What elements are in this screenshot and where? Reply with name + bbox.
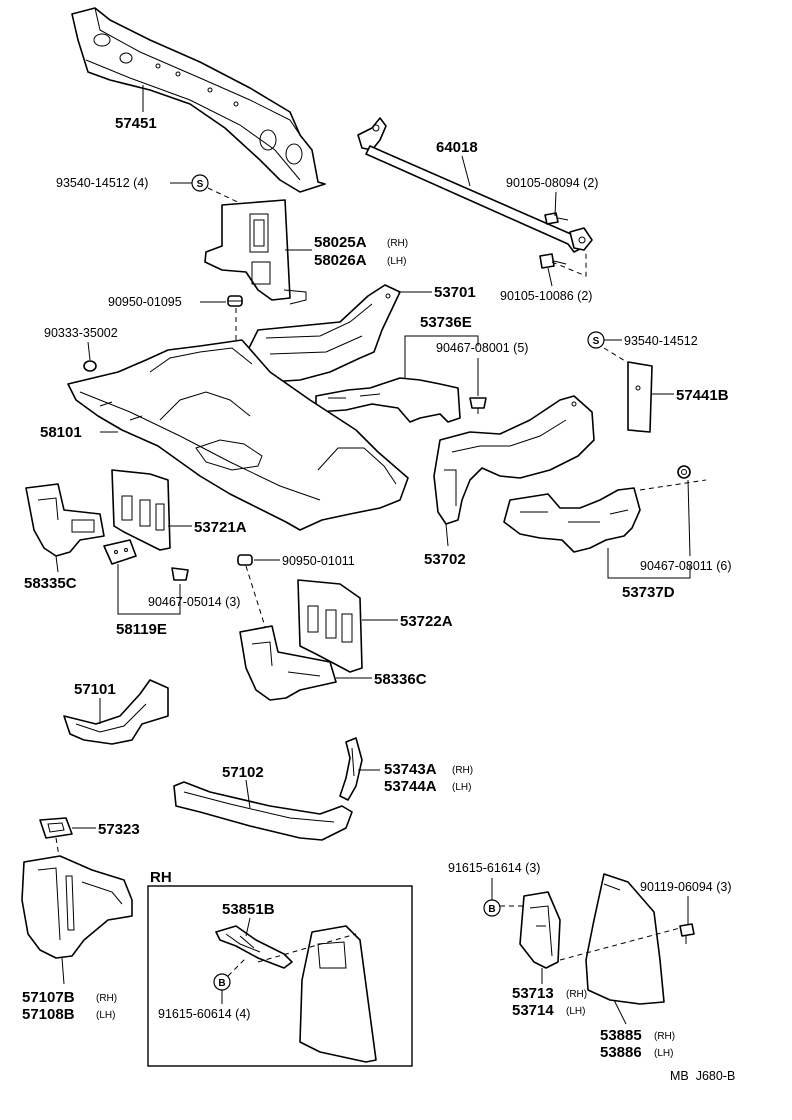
label-53744A: 53744A (384, 778, 437, 795)
label-90119-06094: 90119-06094 (3) (640, 880, 732, 894)
part-57102-shape (173, 781, 353, 841)
label-57323: 57323 (98, 821, 140, 838)
label-57108B-side: (LH) (96, 1010, 115, 1021)
s-marker-right-icon: S (587, 331, 605, 349)
clip-90467-08011-icon (677, 465, 691, 479)
plug-90950-01011-icon (237, 554, 253, 566)
bolt-90105-10086-icon (539, 253, 567, 269)
label-57102: 57102 (222, 764, 264, 781)
label-53722A: 53722A (400, 613, 453, 630)
diagram-reference: MB J680-B (670, 1069, 735, 1083)
label-58026A: 58026A (314, 252, 367, 269)
plug-90950-01095-icon (227, 295, 243, 307)
label-53851B: 53851B (222, 901, 275, 918)
label-58025A: 58025A (314, 234, 367, 251)
part-53885-shape (585, 873, 665, 1005)
svg-text:S: S (593, 336, 600, 347)
part-53722A-shape (297, 579, 363, 673)
clip-90467-08001-icon (469, 397, 487, 414)
part-58335C-shape (25, 483, 105, 557)
label-53701: 53701 (434, 284, 476, 301)
label-90467-08001: 90467-08001 (5) (436, 341, 528, 355)
label-58335C: 58335C (24, 575, 77, 592)
label-91615-60614: 91615-60614 (4) (158, 1007, 250, 1021)
label-90950-01011: 90950-01011 (282, 554, 355, 568)
svg-text:B: B (218, 978, 225, 989)
label-53886: 53886 (600, 1044, 642, 1061)
part-57107B-shape (21, 855, 133, 959)
label-53743A-side: (RH) (452, 765, 473, 776)
bolt-90119-06094-icon (679, 923, 695, 944)
label-58026A-side: (LH) (387, 256, 406, 267)
part-58336C-shape (239, 625, 337, 701)
label-53714-side: (LH) (566, 1006, 585, 1017)
label-53737D: 53737D (622, 584, 675, 601)
svg-text:B: B (488, 904, 495, 915)
bolt-90105-08094-icon (544, 212, 569, 225)
part-53743A-shape (339, 737, 363, 801)
label-rh-section: RH (150, 869, 172, 886)
label-53885: 53885 (600, 1027, 642, 1044)
label-53743A: 53743A (384, 761, 437, 778)
label-57441B: 57441B (676, 387, 729, 404)
label-93540-14512-4: 93540-14512 (4) (56, 176, 148, 190)
part-57451-shape (71, 7, 326, 193)
label-53721A: 53721A (194, 519, 247, 536)
mud-flap-rh-shape (299, 925, 377, 1063)
label-57451: 57451 (115, 115, 157, 132)
label-90950-01095: 90950-01095 (108, 295, 182, 309)
label-57107B-side: (RH) (96, 993, 117, 1004)
part-53701-shape (247, 284, 401, 383)
s-marker-icon: S (191, 174, 209, 192)
label-58101: 58101 (40, 424, 82, 441)
b-marker-icon: B (213, 973, 231, 991)
label-57108B: 57108B (22, 1006, 75, 1023)
label-53886-side: (LH) (654, 1048, 673, 1059)
rh-inset-box (147, 885, 413, 1067)
part-53713-shape (519, 891, 561, 969)
label-53702: 53702 (424, 551, 466, 568)
part-57323-shape (39, 817, 73, 839)
label-93540-14512: 93540-14512 (624, 334, 698, 348)
clip-90467-05014-icon (171, 567, 189, 581)
part-57441B-shape (627, 361, 653, 433)
part-58119E-shape (103, 539, 137, 565)
label-57101: 57101 (74, 681, 116, 698)
label-53713-side: (RH) (566, 989, 587, 1000)
part-53736E-shape (315, 377, 461, 423)
label-90467-05014: 90467-05014 (3) (148, 595, 240, 609)
label-53744A-side: (LH) (452, 782, 471, 793)
label-90467-08011: 90467-08011 (6) (640, 559, 732, 573)
b-marker-right-icon: B (483, 899, 501, 917)
part-53721A-shape (111, 469, 171, 551)
label-90333-35002: 90333-35002 (44, 326, 118, 340)
label-90105-08094: 90105-08094 (2) (506, 176, 598, 190)
label-90105-10086: 90105-10086 (2) (500, 289, 592, 303)
part-58025A-shape (204, 199, 307, 305)
label-57107B: 57107B (22, 989, 75, 1006)
label-58336C: 58336C (374, 671, 427, 688)
svg-text:S: S (197, 179, 204, 190)
part-53737D-shape (503, 487, 641, 553)
label-53713: 53713 (512, 985, 554, 1002)
part-58101-shape (67, 339, 409, 531)
label-91615-61614: 91615-61614 (3) (448, 861, 540, 875)
part-53851B-shape (215, 925, 293, 969)
label-53736E: 53736E (420, 314, 472, 331)
part-64018-shape (357, 117, 593, 253)
grommet-90333-35002-icon (83, 360, 97, 372)
label-58119E: 58119E (116, 621, 167, 638)
label-58025A-side: (RH) (387, 238, 408, 249)
label-64018: 64018 (436, 139, 478, 156)
part-57101-shape (63, 679, 169, 745)
part-53702-shape (433, 395, 595, 525)
label-53885-side: (RH) (654, 1031, 675, 1042)
label-53714: 53714 (512, 1002, 554, 1019)
